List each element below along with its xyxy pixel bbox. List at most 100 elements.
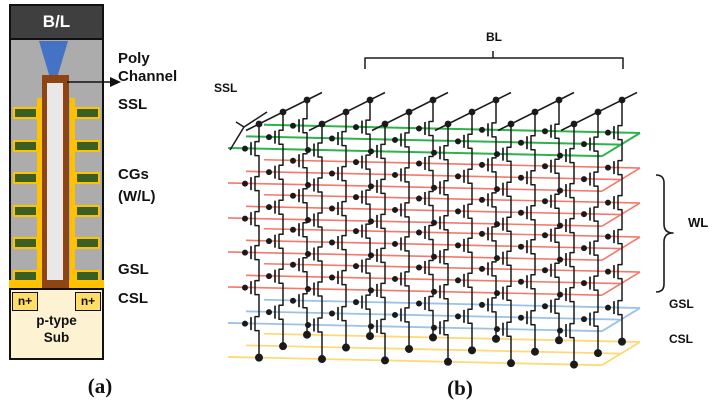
cell-contact-dot — [431, 253, 437, 260]
cell-contact-dot — [305, 251, 311, 258]
cell-contact-dot — [479, 265, 485, 272]
bitline-top-electrode: B/L — [9, 4, 104, 40]
caption-a: (a) — [87, 374, 113, 398]
csl-contact-dot — [342, 343, 350, 352]
gate-layer-right-3 — [75, 204, 100, 217]
cell-contact-dot — [329, 205, 335, 212]
cell-contact-dot — [329, 310, 335, 317]
cell-contact-dot — [266, 273, 272, 280]
wl-line-3-edge — [601, 271, 641, 296]
ssl-line-edge — [601, 132, 641, 158]
label-poly-line1: Poly — [118, 50, 150, 67]
nand-string-r2-c2 — [428, 100, 434, 338]
substrate-label-line2: Sub — [43, 330, 70, 345]
cell-contact-dot — [542, 198, 548, 205]
cell-contact-dot — [329, 135, 335, 142]
cell-contact-dot — [605, 233, 611, 240]
cell-contact-dot — [416, 300, 422, 307]
cell-contact-dot — [392, 171, 398, 178]
bitline-contact-dot — [366, 96, 374, 104]
cell-contact-dot — [329, 274, 335, 281]
wl-line-0-row0 — [227, 182, 603, 192]
cell-contact-dot — [242, 145, 248, 152]
cell-contact-dot — [368, 183, 374, 190]
label-cgs-line1: CGs — [118, 166, 149, 183]
n-plus-region-right: n+ — [75, 292, 101, 311]
cell-contact-dot — [305, 182, 311, 189]
bitline-contact-dot — [303, 96, 311, 104]
cell-contact-dot — [266, 134, 272, 141]
cell-contact-dot — [242, 284, 248, 291]
csl-contact-dot — [618, 337, 626, 346]
bitline-contact-dot — [381, 120, 389, 128]
csl-contact-dot — [381, 356, 389, 365]
cell-contact-dot — [290, 226, 296, 233]
cell-contact-dot — [455, 208, 461, 215]
cell-contact-dot — [266, 204, 272, 211]
wl-line-1-row0 — [227, 217, 603, 227]
cell-contact-dot — [518, 209, 524, 216]
cell-contact-dot — [479, 230, 485, 237]
cell-contact-dot — [605, 304, 611, 311]
cell-contact-dot — [494, 290, 500, 297]
ssl-brace — [229, 111, 268, 151]
cell-contact-dot — [368, 252, 374, 259]
bitline-contact-dot — [342, 108, 350, 116]
cell-contact-dot — [557, 291, 563, 298]
cell-contact-dot — [392, 275, 398, 282]
wl-line-1-edge — [601, 202, 641, 227]
tunnel-oxide-right — [70, 98, 75, 280]
csl-contact-dot — [279, 342, 287, 351]
cell-contact-dot — [455, 242, 461, 249]
csl-contact-dot — [468, 346, 476, 355]
csl-contact-dot — [318, 355, 326, 364]
cell-contact-dot — [479, 161, 485, 168]
cell-contact-dot — [455, 173, 461, 180]
label-csl-a: CSL — [118, 290, 148, 307]
gsl-line-row2 — [263, 298, 641, 309]
cell-contact-dot — [581, 280, 587, 287]
wl-line-2-edge — [601, 236, 641, 261]
cell-contact-dot — [290, 297, 296, 304]
nand-string-r1-c4 — [530, 112, 536, 352]
cell-contact-dot — [479, 126, 485, 133]
cell-contact-dot — [392, 206, 398, 213]
label-wl-b: WL — [688, 215, 709, 230]
nand-string-r0-c0 — [254, 124, 260, 358]
cell-contact-dot — [542, 303, 548, 310]
wl-line-0-edge — [601, 167, 641, 192]
nand-string-r0-c3 — [443, 124, 449, 362]
gate-layer-right-2 — [75, 172, 100, 184]
cell-contact-dot — [581, 245, 587, 252]
cell-contact-dot — [416, 125, 422, 132]
cell-contact-dot — [416, 229, 422, 236]
cell-contact-dot — [518, 278, 524, 285]
n-plus-region-left: n+ — [12, 292, 38, 311]
cell-contact-dot — [455, 277, 461, 284]
cell-contact-dot — [494, 186, 500, 193]
csl-contact-dot — [531, 347, 539, 356]
cell-contact-dot — [518, 314, 524, 321]
cell-contact-dot — [305, 322, 311, 329]
bitline-contact-dot — [279, 108, 287, 116]
cell-contact-dot — [455, 313, 461, 320]
bitline-contact-dot — [429, 96, 437, 104]
csl-contact-dot — [255, 353, 263, 362]
bitline-contact-dot — [618, 96, 626, 104]
cell-contact-dot — [557, 256, 563, 263]
cell-contact-dot — [542, 267, 548, 274]
cell-contact-dot — [266, 309, 272, 316]
bitline-contact-dot — [405, 108, 413, 116]
cell-contact-dot — [266, 169, 272, 176]
cell-contact-dot — [494, 326, 500, 333]
cell-contact-dot — [557, 327, 563, 334]
cell-contact-dot — [242, 215, 248, 222]
csl-line-row0 — [227, 356, 603, 367]
cell-contact-dot — [542, 163, 548, 170]
cell-contact-dot — [305, 147, 311, 154]
nand-string-r0-c4 — [506, 124, 512, 364]
cell-contact-dot — [353, 194, 359, 201]
cell-contact-dot — [242, 249, 248, 256]
wl-line-3-row0 — [227, 286, 603, 296]
